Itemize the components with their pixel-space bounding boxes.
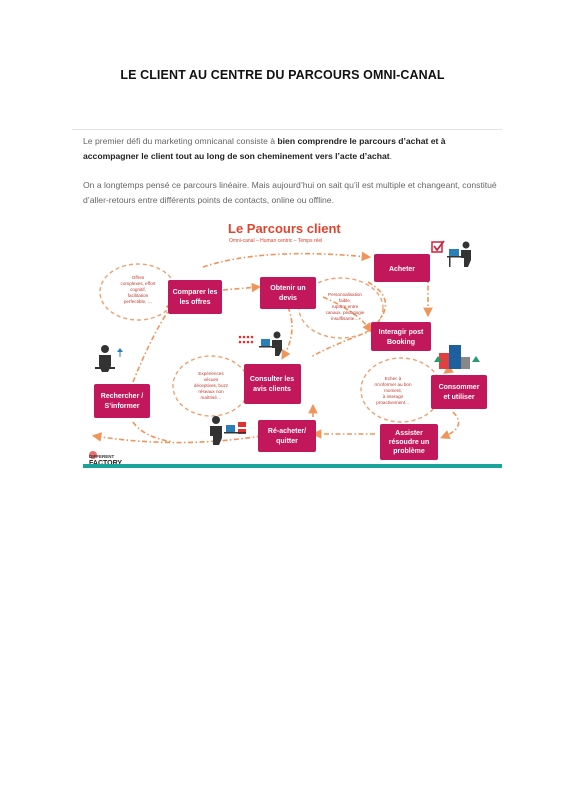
buildings-icon	[434, 345, 480, 369]
svg-text:facilitation: facilitation	[128, 293, 149, 298]
note-echec: Echec à m’informer au bon moment, à inte…	[374, 376, 411, 405]
note-experiences: Expériences vécues déceptives, buzz rése…	[194, 371, 229, 400]
step-rechercher: Rechercher / S’informer	[94, 384, 150, 418]
svg-text:problème: problème	[393, 448, 425, 455]
step-consommer: Consommer et utiliser	[431, 375, 487, 409]
svg-text:réseaux non: réseaux non	[198, 389, 224, 394]
svg-text:perfectible, …: perfectible, …	[124, 299, 152, 304]
person-thinking-icon	[95, 345, 123, 372]
bottom-bar	[83, 464, 502, 468]
person-at-desk-icon	[238, 331, 282, 356]
svg-text:Interagir post: Interagir post	[379, 329, 424, 336]
step-interagir: Interagir post Booking	[371, 322, 431, 351]
svg-text:proactivement…: proactivement…	[376, 400, 409, 405]
page-title: LE CLIENT AU CENTRE DU PARCOURS OMNI-CAN…	[120, 68, 445, 82]
svg-text:quitter: quitter	[276, 438, 298, 445]
svg-text:Obtenir un: Obtenir un	[270, 285, 305, 292]
svg-text:Ré-acheter/: Ré-acheter/	[268, 428, 306, 435]
svg-text:avis clients: avis clients	[253, 386, 291, 393]
svg-text:Offres: Offres	[132, 275, 145, 280]
svg-text:moment,: moment,	[384, 388, 402, 393]
step-acheter: Acheter	[374, 254, 430, 282]
person-at-desk-icon	[447, 241, 471, 267]
svg-text:FACTORY: FACTORY	[89, 460, 122, 467]
svg-text:et utiliser: et utiliser	[443, 394, 474, 401]
svg-text:Acheter: Acheter	[389, 266, 415, 273]
intro-text-2: .	[389, 151, 392, 161]
step-obtenir: Obtenir un devis	[260, 277, 316, 309]
svg-text:canaux, pédagogie: canaux, pédagogie	[326, 310, 365, 315]
svg-text:Consulter les: Consulter les	[250, 376, 294, 383]
svg-text:complexes, effort: complexes, effort	[121, 281, 157, 286]
svg-text:Comparer les: Comparer les	[173, 289, 218, 296]
svg-text:vécues: vécues	[204, 377, 219, 382]
svg-text:m’informer au bon: m’informer au bon	[374, 382, 411, 387]
svg-text:devis: devis	[279, 295, 297, 302]
note-personnalisation: Personnalisation faible, rupture entre c…	[326, 292, 365, 321]
svg-text:à interagir: à interagir	[383, 394, 404, 399]
diagram-subtitle: Omni-canal – Human centric – Temps réel	[229, 238, 322, 244]
step-reacheter: Ré-acheter/ quitter	[258, 420, 316, 452]
step-comparer: Comparer les les offres	[168, 280, 222, 314]
svg-text:Echec à: Echec à	[385, 376, 402, 381]
different-factory-logo: DIFFERENT FACTORY	[89, 451, 122, 467]
svg-text:S’informer: S’informer	[104, 403, 139, 410]
svg-text:Personnalisation: Personnalisation	[328, 292, 362, 297]
svg-text:cognitif,: cognitif,	[130, 287, 146, 292]
svg-text:Consommer: Consommer	[439, 384, 480, 391]
svg-text:Rechercher /: Rechercher /	[101, 393, 143, 400]
svg-text:Booking: Booking	[387, 339, 415, 346]
svg-text:rupture entre: rupture entre	[332, 304, 359, 309]
step-consulter: Consulter les avis clients	[244, 364, 301, 404]
svg-text:DIFFERENT: DIFFERENT	[89, 454, 115, 459]
svg-text:déceptives, buzz: déceptives, buzz	[194, 383, 229, 388]
divider	[72, 129, 502, 130]
svg-text:Assister: Assister	[395, 430, 423, 437]
note-offres: Offres complexes, effort cognitif, facil…	[121, 275, 157, 304]
svg-text:résoudre un: résoudre un	[389, 439, 429, 446]
svg-text:les offres: les offres	[179, 299, 210, 306]
svg-text:insuffisante…: insuffisante…	[331, 316, 359, 321]
step-assister: Assister résoudre un problème	[380, 424, 438, 460]
second-paragraph: On a longtemps pensé ce parcours linéair…	[83, 180, 497, 205]
devices-icon	[210, 416, 246, 445]
intro-bold-text: bien comprendre le parcours d’achat et à…	[83, 136, 446, 161]
svg-text:maîtrisé…: maîtrisé…	[201, 395, 222, 400]
diagram-title: Le Parcours client	[228, 221, 341, 236]
svg-text:faible,: faible,	[339, 298, 351, 303]
svg-text:Expériences: Expériences	[198, 371, 224, 376]
intro-paragraph: Le premier défi du marketing omnicanal c…	[83, 134, 498, 164]
customer-journey-diagram: Le Parcours client Omni-canal – Human ce…	[83, 212, 502, 468]
checkmark-icon	[431, 240, 445, 253]
intro-text-1: Le premier défi du marketing omnicanal c…	[83, 136, 278, 146]
